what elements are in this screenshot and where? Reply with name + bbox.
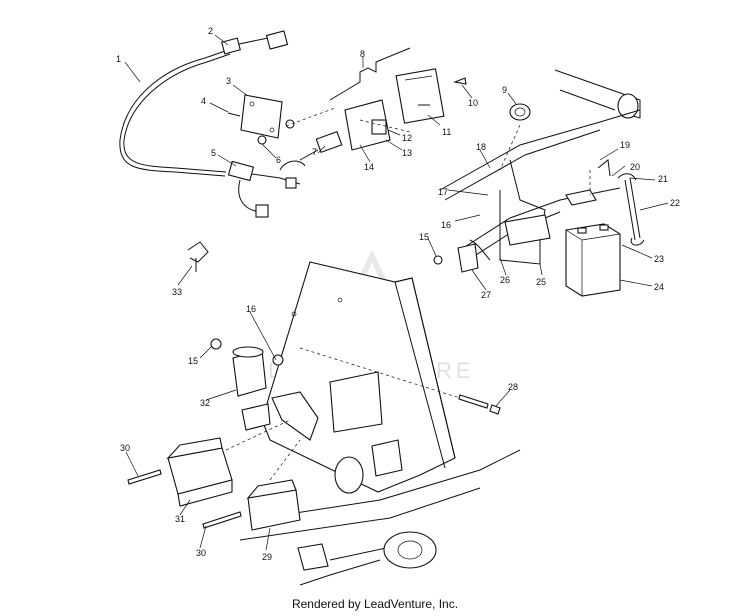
callout-11: 11 bbox=[442, 127, 451, 137]
callout-13: 13 bbox=[402, 148, 412, 158]
render-credit: Rendered by LeadVenture, Inc. bbox=[291, 597, 459, 611]
frame-lower bbox=[239, 449, 521, 586]
callout-6: 6 bbox=[276, 155, 281, 165]
mounting-bracket bbox=[241, 391, 319, 441]
callout-24: 24 bbox=[654, 282, 664, 292]
callout-19: 19 bbox=[620, 140, 630, 150]
callout-15-lower: 15 bbox=[188, 356, 198, 366]
callout-14: 14 bbox=[364, 162, 374, 172]
callout-7: 7 bbox=[312, 147, 317, 157]
callout-16-upper: 16 bbox=[441, 220, 451, 230]
callout-15-upper: 15 bbox=[419, 232, 429, 242]
callout-22: 22 bbox=[670, 198, 680, 208]
relay-27 bbox=[457, 239, 491, 273]
callout-26: 26 bbox=[500, 275, 510, 285]
callout-32: 32 bbox=[200, 398, 210, 408]
callout-8: 8 bbox=[360, 49, 365, 59]
callout-29: 29 bbox=[262, 552, 272, 562]
callout-4: 4 bbox=[201, 96, 206, 106]
callout-25: 25 bbox=[536, 277, 546, 287]
leader-lines bbox=[124, 34, 669, 551]
bracket-group-8 bbox=[329, 47, 411, 101]
tail-light-assembly bbox=[299, 68, 467, 161]
wire-harness-assembly bbox=[119, 30, 306, 218]
callout-17: 17 bbox=[438, 187, 448, 197]
callout-30-left: 30 bbox=[120, 443, 130, 453]
callout-27: 27 bbox=[481, 290, 491, 300]
block-29 bbox=[246, 479, 301, 531]
battery-24 bbox=[565, 189, 621, 297]
callout-31: 31 bbox=[175, 514, 185, 524]
callout-23: 23 bbox=[654, 254, 664, 264]
side-panel bbox=[261, 261, 456, 494]
bolts bbox=[127, 255, 501, 529]
callout-18: 18 bbox=[476, 142, 486, 152]
battery-strap-22 bbox=[597, 159, 645, 246]
callout-10: 10 bbox=[468, 98, 478, 108]
callout-33: 33 bbox=[172, 287, 182, 297]
switch-9 bbox=[509, 103, 531, 121]
callout-1: 1 bbox=[116, 54, 121, 64]
callout-12: 12 bbox=[402, 133, 412, 143]
callout-5: 5 bbox=[211, 148, 216, 158]
callout-30-bottom: 30 bbox=[196, 548, 206, 558]
frame-upper-right bbox=[439, 69, 641, 265]
callout-20: 20 bbox=[630, 162, 640, 172]
clip-33 bbox=[187, 241, 209, 272]
callout-labels: 1 2 3 4 5 6 7 8 9 10 11 12 13 14 15 15 1… bbox=[116, 26, 680, 562]
callout-2: 2 bbox=[208, 26, 213, 36]
callout-3: 3 bbox=[226, 76, 231, 86]
callout-21: 21 bbox=[658, 174, 668, 184]
coil-32 bbox=[232, 346, 284, 397]
callout-28: 28 bbox=[508, 382, 518, 392]
assembly-guides bbox=[225, 107, 591, 481]
callout-9: 9 bbox=[502, 85, 507, 95]
mounting-plate-3 bbox=[227, 94, 295, 145]
callout-16-lower: 16 bbox=[246, 304, 256, 314]
block-31 bbox=[166, 437, 233, 507]
